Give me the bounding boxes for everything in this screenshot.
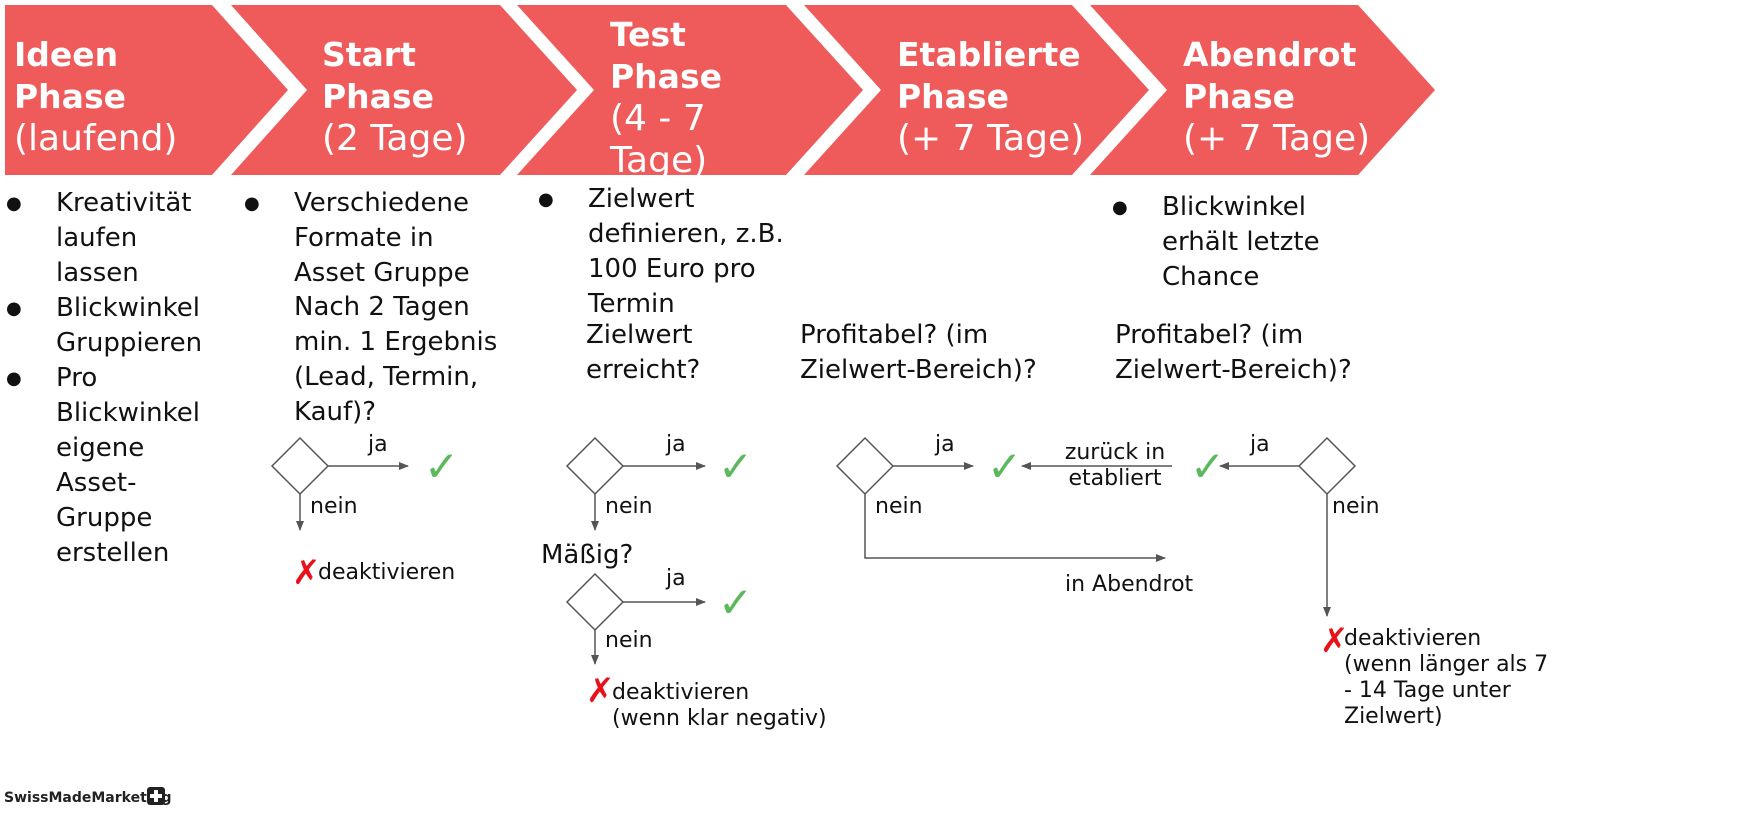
test-cross-icon: ✗ xyxy=(586,671,615,711)
etabliert-decision-diamond xyxy=(835,436,895,496)
phase-title-start: Start Phase (2 Tage) xyxy=(322,34,468,160)
list-item: Zielwert definieren, z.B. 100 Euro pro T… xyxy=(538,182,788,322)
test-bullet-list: Zielwert definieren, z.B. 100 Euro pro T… xyxy=(538,182,788,322)
phase-subtitle-test-1: (4 - 7 xyxy=(610,98,706,139)
start-decision-diamond xyxy=(270,436,330,496)
start-bullet-list: Verschiedene Formate in Asset Gruppe xyxy=(244,186,494,291)
start-cross-icon: ✗ xyxy=(292,553,321,593)
phase-title-abendrot-line2: Phase xyxy=(1183,77,1295,116)
test-check-icon: ✓ xyxy=(718,442,754,491)
test-decision2-diamond xyxy=(565,572,625,632)
start-action-label: deaktivieren xyxy=(318,560,456,585)
etabliert-check-icon: ✓ xyxy=(987,442,1023,491)
test-question: Zielwert erreicht? xyxy=(586,320,701,385)
phase-title-etabliert-line1: Etablierte xyxy=(897,35,1081,74)
start-yes-label: ja xyxy=(368,432,388,457)
test-no-label: nein xyxy=(605,494,653,519)
phase-subtitle-start: (2 Tage) xyxy=(322,118,468,159)
chevron-abendrot xyxy=(1090,5,1435,175)
test2-no-label: nein xyxy=(605,628,653,653)
abendrot-action-label: deaktivieren xyxy=(1344,626,1482,651)
abendrot-no-label: nein xyxy=(1332,494,1380,519)
list-item: Kreativität laufen lassen xyxy=(6,186,216,291)
phase-subtitle-test-2: Tage) xyxy=(610,140,708,181)
list-item: Blickwinkel Gruppieren xyxy=(6,291,216,361)
test2-yes-label: ja xyxy=(666,566,686,591)
abendrot-yes-label: ja xyxy=(1250,432,1270,457)
phase-title-ideen: Ideen Phase (laufend) xyxy=(14,34,177,160)
chevron-ideen xyxy=(5,5,288,175)
phase-title-etabliert: Etablierte Phase (+ 7 Tage) xyxy=(897,34,1084,160)
etabliert-no-arrow xyxy=(864,494,1166,562)
phase-subtitle-etabliert: (+ 7 Tage) xyxy=(897,118,1085,159)
start-no-label: nein xyxy=(310,494,358,519)
etabliert-no-label: nein xyxy=(875,494,923,519)
chevron-start xyxy=(231,5,577,175)
test2-check-icon: ✓ xyxy=(718,578,754,627)
phase-title-test-line2: Phase xyxy=(610,57,722,96)
start-question: Nach 2 Tagen min. 1 Ergebnis (Lead, Term… xyxy=(294,292,498,427)
chevron-test xyxy=(517,5,863,175)
abendrot-question: Profitabel? (im Zielwert-Bereich)? xyxy=(1115,320,1352,385)
test-action-label: deaktivieren xyxy=(612,680,750,705)
test-question2: Mäßig? xyxy=(541,540,634,570)
phase-title-ideen-line2: Phase xyxy=(14,77,126,116)
test-decision-diamond xyxy=(565,436,625,496)
list-item: Blickwinkel erhält letzte Chance xyxy=(1112,190,1352,295)
chevron-etabliert xyxy=(804,5,1149,175)
list-item: Pro Blickwinkel eigene Asset-Gruppe erst… xyxy=(6,361,216,571)
phase-title-start-line1: Start xyxy=(322,35,416,74)
phase-subtitle-abendrot: (+ 7 Tage) xyxy=(1183,118,1371,159)
phase-title-etabliert-line2: Phase xyxy=(897,77,1009,116)
test-action-note: (wenn klar negativ) xyxy=(612,706,827,731)
test-yes-label: ja xyxy=(666,432,686,457)
to-abendrot-label: in Abendrot xyxy=(1065,572,1194,597)
etabliert-question: Profitabel? (im Zielwert-Bereich)? xyxy=(800,320,1037,385)
abendrot-bullet-list: Blickwinkel erhält letzte Chance xyxy=(1112,190,1352,295)
abendrot-check-icon: ✓ xyxy=(1190,442,1226,491)
phase-title-ideen-line1: Ideen xyxy=(14,35,119,74)
phase-title-abendrot-line1: Abendrot xyxy=(1183,35,1357,74)
list-item: Verschiedene Formate in Asset Gruppe xyxy=(244,186,494,291)
ideen-bullet-list: Kreativität laufen lassen Blickwinkel Gr… xyxy=(6,186,216,571)
phase-subtitle-ideen: (laufend) xyxy=(14,118,178,159)
phase-title-start-line2: Phase xyxy=(322,77,434,116)
abendrot-decision-diamond xyxy=(1297,436,1357,496)
phase-title-abendrot: Abendrot Phase (+ 7 Tage) xyxy=(1183,34,1370,160)
abendrot-action-note: (wenn länger als 7 - 14 Tage unter Zielw… xyxy=(1344,652,1549,729)
swiss-cross-icon xyxy=(147,787,165,805)
back-to-etabliert-label: zurück in etabliert xyxy=(1064,440,1166,491)
phase-title-test: Test Phase (4 - 7 Tage) xyxy=(610,14,722,182)
brand-logo: SwissMadeMarketing xyxy=(4,790,172,806)
start-check-icon: ✓ xyxy=(424,442,460,491)
etabliert-yes-label: ja xyxy=(935,432,955,457)
abendrot-cross-icon: ✗ xyxy=(1320,621,1349,661)
phase-title-test-line1: Test xyxy=(610,15,686,54)
